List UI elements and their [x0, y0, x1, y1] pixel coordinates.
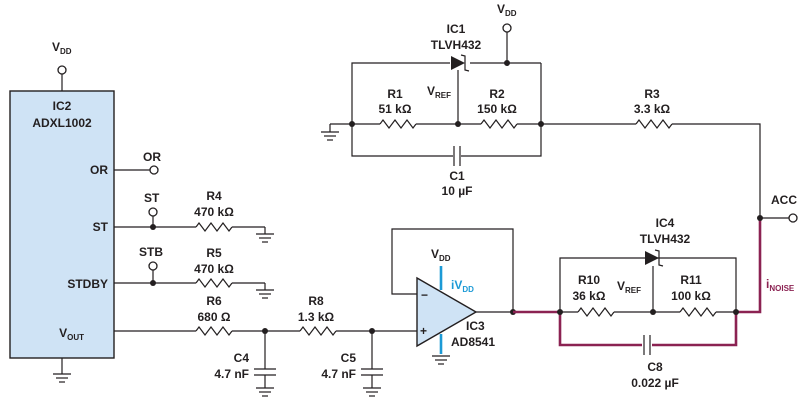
r5-ref: R5: [206, 246, 222, 260]
ic2-pin-stdby: STDBY: [67, 277, 108, 291]
r11-resistor: [679, 307, 717, 317]
c8-ref: C8: [647, 360, 663, 374]
st-net: ST R4 470 kΩ: [114, 189, 274, 243]
ic1-ref: IC1: [447, 22, 466, 36]
stb-terminal: [148, 261, 158, 271]
r1-ref: R1: [387, 87, 403, 101]
r5-resistor: [195, 278, 233, 288]
or-net-label: OR: [143, 150, 161, 164]
ic4-network: IC4 TLVH432 VREF R10 36 kΩ R11 100 kΩ C8…: [513, 216, 795, 390]
r4-ref: R4: [206, 189, 222, 203]
ic3-vdd-label: VDD: [431, 247, 451, 263]
r1-resistor: [379, 119, 417, 129]
ic2-pin-vout: VOUT: [59, 326, 84, 342]
ic1-network: VDD IC1 TLVH432 VREF R1 51 kΩ R: [321, 2, 761, 218]
ic3-supply-current: iVDD: [451, 278, 474, 294]
c4-value: 4.7 nF: [214, 367, 249, 381]
acc-output: ACC: [757, 193, 798, 223]
ic1-vdd-terminal: [502, 23, 512, 33]
r3-value: 3.3 kΩ: [634, 102, 671, 116]
ic1-vref-label: VREF: [427, 84, 451, 100]
ic1-ground-icon: [321, 131, 339, 141]
st-terminal: [148, 207, 158, 217]
ic2-ref: IC2: [53, 99, 72, 113]
r6-ref: R6: [206, 294, 222, 308]
ic3-part: AD8541: [451, 335, 495, 349]
ic3-ref: IC3: [466, 319, 485, 333]
c8-value: 0.022 µF: [631, 376, 679, 390]
r4-resistor: [195, 222, 233, 232]
r10-ref: R10: [578, 273, 600, 287]
ic4-ref: IC4: [656, 216, 675, 230]
acc-net-label: ACC: [771, 193, 797, 207]
noise-current-label: iNOISE: [766, 277, 795, 293]
c5-capacitor: [361, 368, 383, 376]
st-net-label: ST: [144, 191, 160, 205]
r6-resistor: [195, 326, 233, 336]
c1-value: 10 µF: [442, 184, 473, 198]
r11-ref: R11: [680, 273, 702, 287]
r1-value: 51 kΩ: [379, 102, 412, 116]
ic4-shunt-regulator: [645, 249, 664, 267]
acc-terminal: [788, 213, 798, 223]
r3-ref: R3: [644, 87, 660, 101]
r2-resistor: [480, 119, 518, 129]
r8-ref: R8: [308, 294, 324, 308]
ic1-shunt-regulator: [451, 54, 470, 72]
ic2-pin-or: OR: [90, 163, 108, 177]
ic1-part: TLVH432: [431, 38, 482, 52]
r5-value: 470 kΩ: [194, 262, 234, 276]
r4-ground-icon: [256, 233, 274, 243]
r8-value: 1.3 kΩ: [298, 310, 335, 324]
ic2-ground-icon: [53, 373, 71, 383]
ic2-vdd-label: VDD: [52, 40, 72, 56]
ic3-minus: −: [421, 288, 428, 302]
r3-resistor: [635, 119, 673, 129]
c5-ref: C5: [341, 351, 357, 365]
c5-value: 4.7 nF: [321, 367, 356, 381]
ic4-vref-label: VREF: [617, 279, 641, 295]
c5-ground-icon: [363, 387, 381, 397]
c4-ref: C4: [234, 351, 250, 365]
stb-net-label: STB: [139, 245, 163, 259]
ic3-plus: +: [420, 324, 427, 338]
ic2-vdd-terminal: [57, 65, 67, 75]
ic3-opamp: − + VDD iVDD IC3 AD8541: [391, 228, 514, 365]
r2-value: 150 kΩ: [477, 102, 517, 116]
ic1-vdd-label: VDD: [497, 2, 517, 18]
c4-capacitor: [254, 368, 276, 376]
c1-ref: C1: [449, 169, 465, 183]
ic2-pin-st: ST: [93, 220, 109, 234]
ic2-accelerometer: IC2 ADXL1002 OR ST STDBY VOUT VDD: [9, 40, 115, 383]
c1-capacitor: [453, 146, 461, 166]
c8-capacitor: [643, 335, 651, 355]
noise-path: [513, 218, 762, 347]
r10-value: 36 kΩ: [573, 289, 606, 303]
vout-filter: R6 680 Ω C4 4.7 nF R8 1.3 kΩ: [114, 294, 417, 397]
or-terminal: [149, 165, 159, 175]
ic3-ground-icon: [432, 355, 450, 365]
r10-resistor: [577, 307, 615, 317]
r8-resistor: [299, 326, 337, 336]
ic4-part: TLVH432: [640, 232, 691, 246]
r4-value: 470 kΩ: [194, 205, 234, 219]
or-net: OR: [114, 150, 161, 175]
ic2-part: ADXL1002: [32, 116, 92, 130]
c4-ground-icon: [256, 387, 274, 397]
r5-ground-icon: [256, 289, 274, 299]
r11-value: 100 kΩ: [671, 289, 711, 303]
stb-net: STB R5 470 kΩ: [114, 245, 274, 299]
r6-value: 680 Ω: [198, 310, 231, 324]
r2-ref: R2: [489, 87, 505, 101]
